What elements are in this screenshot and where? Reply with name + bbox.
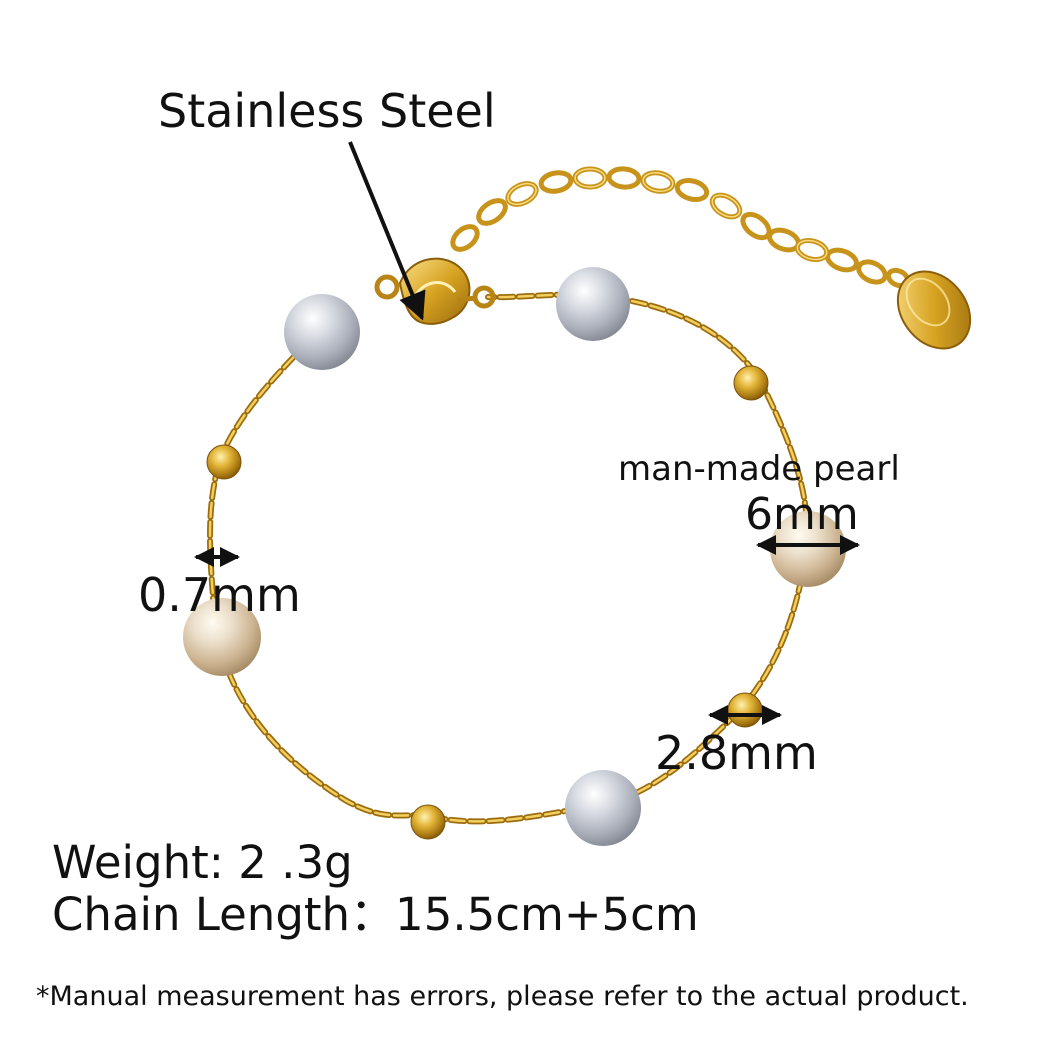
gold-bead-right bbox=[733, 365, 769, 401]
gold-bead-bottom-right bbox=[727, 692, 763, 728]
pearl-cream-left bbox=[183, 598, 261, 676]
weight-label: Weight: 2 .3g bbox=[52, 836, 353, 889]
material-label: Stainless Steel bbox=[158, 84, 496, 138]
lobster-clasp bbox=[374, 257, 496, 325]
pearls bbox=[183, 267, 846, 846]
gold-bead-left bbox=[206, 444, 242, 480]
gold-bead-bottom bbox=[410, 804, 446, 840]
extension-chain-highlight bbox=[507, 168, 828, 261]
pearl-grey-top-left bbox=[284, 294, 360, 370]
chain-width-label: 0.7mm bbox=[138, 568, 301, 622]
oval-end-tag bbox=[896, 270, 972, 350]
pearl-grey-top-right bbox=[556, 267, 630, 341]
pearl-grey-bottom bbox=[565, 770, 641, 846]
disclaimer-note: *Manual measurement has errors, please r… bbox=[36, 981, 969, 1012]
pearl-size-label: 6mm bbox=[745, 489, 859, 540]
material-pointer-arrow bbox=[348, 141, 426, 321]
pearl-type-label: man-made pearl bbox=[618, 449, 900, 489]
bead-size-label: 2.8mm bbox=[655, 726, 818, 780]
chain-length-label: Chain Length：15.5cm+5cm bbox=[52, 888, 699, 941]
